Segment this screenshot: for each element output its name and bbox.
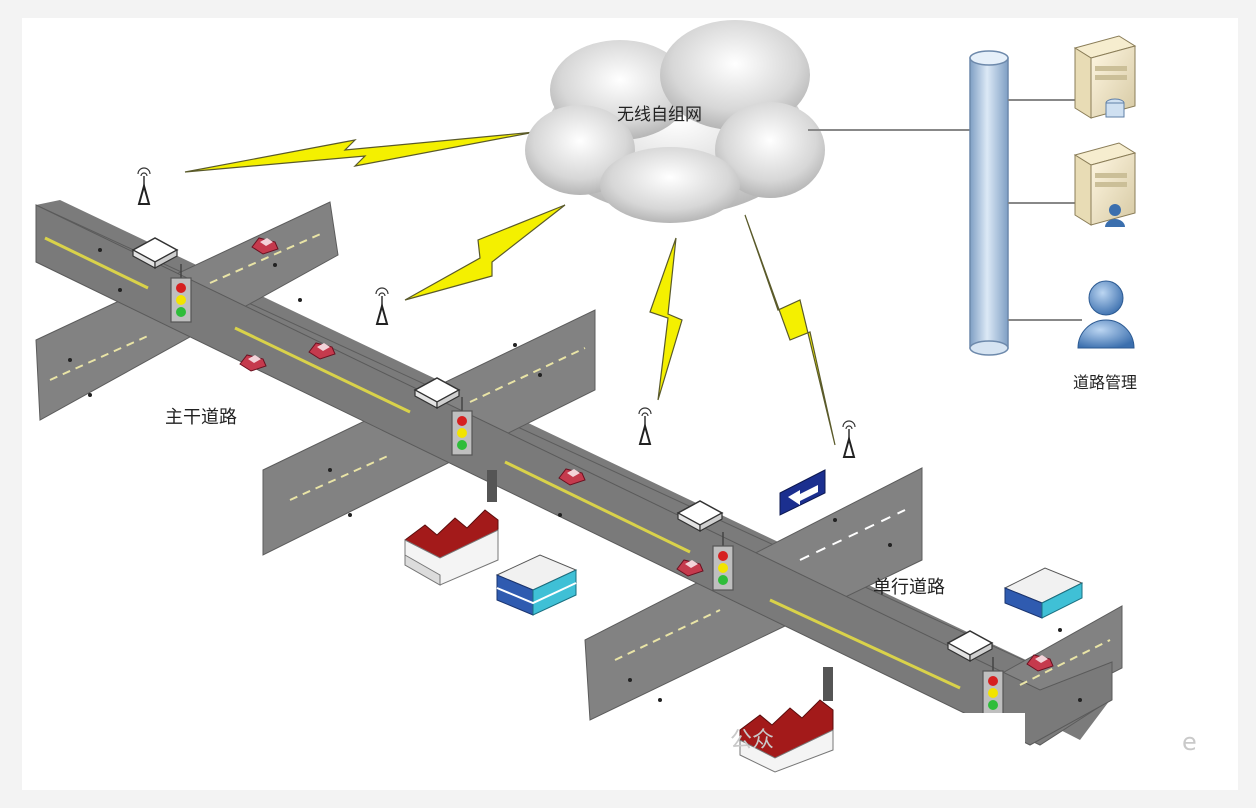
server-icon — [1074, 35, 1136, 119]
cloud-icon — [525, 20, 825, 223]
road-management-label: 道路管理 — [1073, 373, 1138, 392]
building-icon — [1003, 567, 1084, 619]
lightning-icon — [404, 204, 566, 301]
watermark-text-left: 公众 — [730, 728, 775, 753]
server-icon — [1074, 142, 1136, 227]
backbone-pipe — [969, 50, 1009, 356]
watermark-mask — [905, 713, 1025, 778]
wireless-links — [184, 131, 836, 446]
lightning-icon — [744, 214, 836, 446]
watermark-text-right: e — [1182, 728, 1197, 756]
factory-icon — [739, 667, 834, 773]
factory-icon — [404, 470, 499, 586]
user-icon — [1077, 280, 1135, 349]
main-road-label: 主干道路 — [165, 407, 237, 428]
cloud-label: 无线自组网 — [617, 105, 702, 125]
building-icon — [495, 554, 578, 616]
one-way-arrow-icon — [779, 469, 826, 516]
lightning-icon — [649, 237, 683, 401]
one-way-road-label: 单行道路 — [873, 577, 945, 598]
